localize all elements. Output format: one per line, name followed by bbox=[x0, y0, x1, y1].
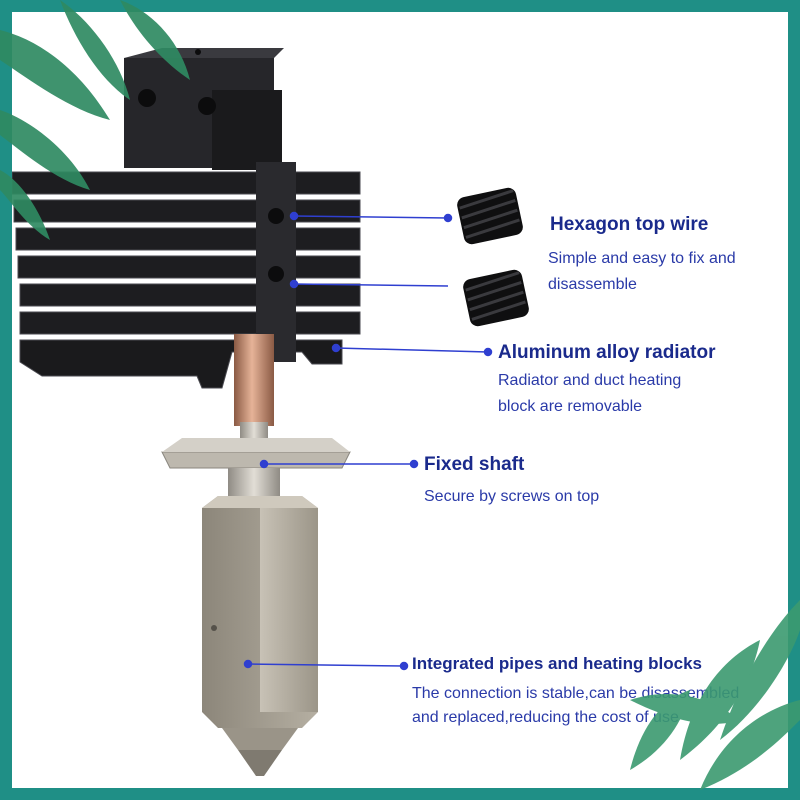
callout-title-heating: Integrated pipes and heating blocks bbox=[412, 654, 702, 673]
desc-line: The connection is stable,can be disassem… bbox=[412, 685, 740, 702]
desc-line: disassemble bbox=[548, 276, 637, 293]
copper-throat bbox=[234, 334, 274, 426]
callout-title-hexagon: Hexagon top wire bbox=[550, 214, 709, 235]
callout-lines bbox=[243, 211, 493, 671]
callout-title-shaft: Fixed shaft bbox=[424, 454, 525, 475]
callout-title-radiator: Aluminum alloy radiator bbox=[498, 342, 716, 363]
fixed-shaft bbox=[161, 422, 351, 504]
heatsink bbox=[12, 48, 361, 389]
set-screw-icon bbox=[457, 187, 529, 327]
callout-desc-shaft: Secure by screws on top bbox=[424, 484, 599, 510]
desc-line: Simple and easy to fix and bbox=[548, 250, 736, 267]
desc-line: block are removable bbox=[498, 398, 643, 415]
desc-line: Secure by screws on top bbox=[424, 488, 600, 505]
product-panel: Hexagon top wire Simple and easy to fix … bbox=[12, 12, 788, 788]
callout-desc-radiator: Radiator and duct heating block are remo… bbox=[498, 368, 681, 420]
callout-desc-heating: The connection is stable,can be disassem… bbox=[412, 682, 739, 730]
callout-desc-hexagon: Simple and easy to fix and disassemble bbox=[548, 246, 736, 298]
desc-line: and replaced,reducing the cost of use bbox=[412, 709, 679, 726]
heater-block bbox=[202, 496, 318, 776]
hotend-illustration bbox=[12, 48, 529, 776]
desc-line: Radiator and duct heating bbox=[498, 372, 682, 389]
